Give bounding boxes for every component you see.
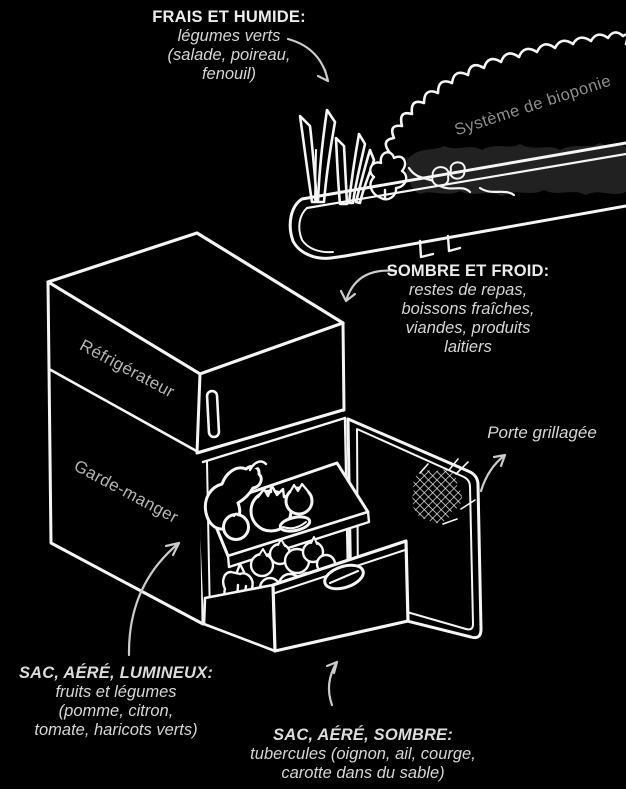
- drawer-handle-slot: [328, 569, 360, 585]
- drawer-drawing: [202, 539, 410, 653]
- annotation-line: tomate, haricots verts): [34, 721, 198, 739]
- annotation-line: laitiers: [444, 338, 492, 356]
- refrigerator-pantry-drawing: [46, 231, 350, 652]
- annotation-frais-et-humide: FRAIS ET HUMIDE: légumes verts (salade, …: [152, 8, 306, 84]
- planter-trough: [288, 141, 626, 260]
- lemon-line: [282, 521, 307, 530]
- onion-tips: [258, 536, 318, 557]
- annotation-heading: FRAIS ET HUMIDE:: [152, 8, 306, 26]
- tomato-large-calyx: [256, 484, 286, 499]
- trough-legs: [418, 234, 462, 259]
- produce-shelf-drawing: [203, 460, 371, 569]
- drawer-front-face: [271, 539, 410, 653]
- fridge-door-handle: [205, 389, 221, 439]
- apple-stem: [232, 512, 241, 518]
- annotation-sac-aere-lumineux: SAC, AÉRÉ, LUMINEUX: fruits et légumes (…: [19, 664, 213, 740]
- tomato-small-calyx: [288, 482, 311, 495]
- lumineux-arrow: [127, 541, 181, 657]
- apple-drawing: [222, 513, 250, 541]
- mesh-patch: [412, 469, 463, 524]
- fridge-pantry-divider: [47, 367, 202, 455]
- mesh-stray-strokes: [419, 458, 476, 525]
- annotation-line: fruits et légumes: [55, 683, 177, 701]
- annotation-sac-aere-sombre: SAC, AÉRÉ, SOMBRE: tubercules (oignon, a…: [250, 726, 476, 783]
- annotation-heading: SAC, AÉRÉ, SOMBRE:: [273, 726, 453, 744]
- cloud-outline: [382, 31, 626, 175]
- annotation-line: (salade, poireau,: [167, 46, 291, 64]
- door-inner-line: [356, 428, 474, 631]
- sac-sombre-arrow: [325, 660, 339, 707]
- annotation-sombre-et-froid: SOMBRE ET FROID: restes de repas, boisso…: [387, 262, 550, 357]
- frais-arrow: [286, 37, 330, 83]
- annotation-arrows: [127, 37, 507, 707]
- annotation-line: carotte dans du sable): [281, 764, 445, 782]
- annotation-line: fenouil): [201, 65, 257, 83]
- annotation-line: (pomme, citron,: [58, 702, 174, 720]
- annotation-heading: SOMBRE ET FROID:: [386, 262, 550, 280]
- bioponics-system-drawing: [288, 31, 626, 260]
- annotation-line: boissons fraîches,: [401, 300, 535, 318]
- annotation-line: restes de repas,: [408, 281, 528, 299]
- sombre-arrow: [339, 269, 398, 303]
- porte-arrow: [479, 453, 507, 493]
- annotation-line: viandes, produits: [405, 319, 531, 337]
- annotation-line: tubercules (oignon, ail, courge,: [250, 745, 476, 763]
- pear-stem: [248, 460, 268, 472]
- label-porte-grillagee: Porte grillagée: [487, 423, 597, 442]
- annotation-line: légumes verts: [177, 27, 281, 45]
- annotation-heading: SAC, AÉRÉ, LUMINEUX:: [18, 664, 214, 682]
- drawer-side-panel: [202, 583, 277, 653]
